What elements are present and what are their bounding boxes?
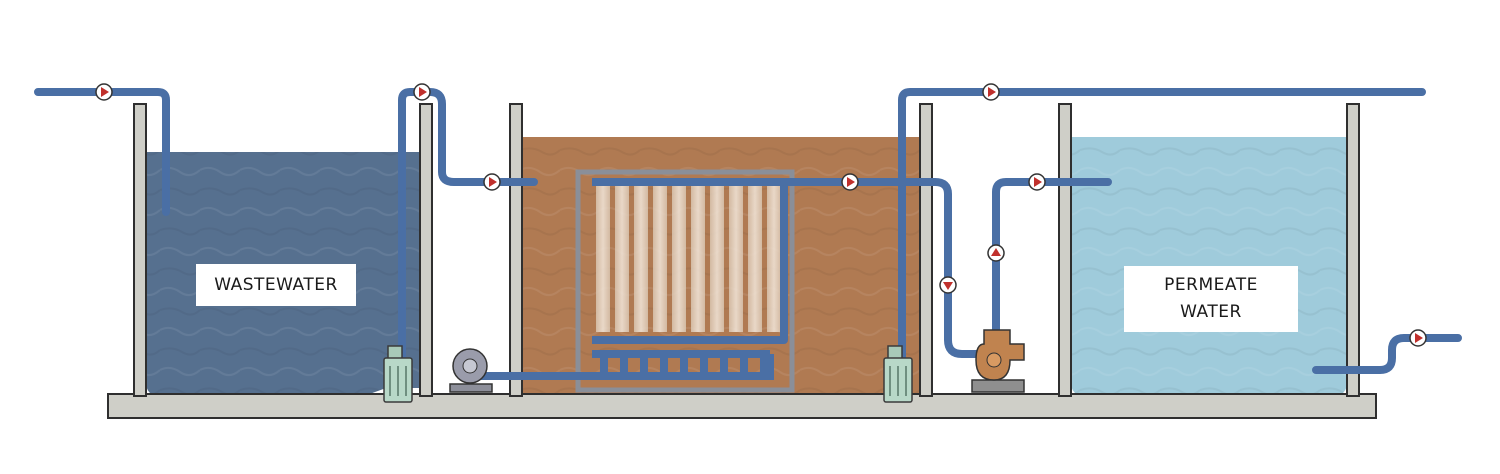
tank-wall bbox=[1346, 103, 1360, 397]
flow-direction-valve-icon bbox=[841, 173, 859, 191]
concrete-base-slab bbox=[107, 393, 1377, 419]
inlet-pipe bbox=[34, 88, 170, 216]
flow-direction-valve-icon bbox=[939, 276, 957, 294]
flow-valves bbox=[95, 83, 1427, 347]
flow-direction-valve-icon bbox=[413, 83, 431, 101]
wastewater-label-text: WASTEWATER bbox=[214, 274, 338, 295]
sludge-return-pipe bbox=[898, 88, 1426, 362]
tank-wall bbox=[919, 103, 933, 397]
tank-wall bbox=[133, 103, 147, 397]
centrifugal-pump-icon bbox=[971, 329, 1025, 393]
aeration-diffuser bbox=[470, 350, 774, 380]
permeate-label-line1: PERMEATE bbox=[1164, 275, 1258, 295]
flow-direction-valve-icon bbox=[95, 83, 113, 101]
transfer-pipe bbox=[398, 88, 538, 362]
flow-direction-valve-icon bbox=[987, 244, 1005, 262]
tank-wall bbox=[1058, 103, 1072, 397]
membrane-module-icon bbox=[575, 169, 795, 393]
permeate-label-line2: WATER bbox=[1180, 302, 1242, 322]
submersible-pump-icon bbox=[883, 345, 913, 403]
membrane-fibers bbox=[596, 186, 781, 332]
tank-wall bbox=[509, 103, 523, 397]
piping bbox=[34, 88, 1462, 374]
flow-direction-valve-icon bbox=[483, 173, 501, 191]
tank-wall bbox=[419, 103, 433, 397]
wastewater-label: WASTEWATER bbox=[196, 264, 356, 306]
permeate-discharge-pipe bbox=[992, 178, 1112, 344]
flow-direction-valve-icon bbox=[982, 83, 1000, 101]
permeate-suction-pipe bbox=[780, 178, 986, 358]
flow-direction-valve-icon bbox=[1028, 173, 1046, 191]
air-blower-icon bbox=[449, 348, 493, 393]
outlet-pipe bbox=[1312, 334, 1462, 374]
submersible-pump-icon bbox=[383, 345, 413, 403]
concrete-structure bbox=[107, 103, 1377, 419]
permeate-water-label: PERMEATE WATER bbox=[1124, 266, 1298, 332]
flow-direction-valve-icon bbox=[1409, 329, 1427, 347]
